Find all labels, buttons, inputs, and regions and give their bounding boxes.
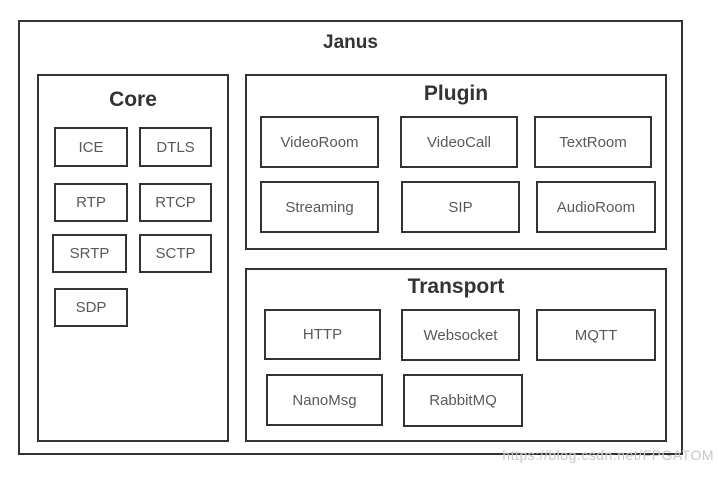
core-group-box: Core ICE DTLS RTP RTCP SRTP SCTP SDP — [37, 74, 229, 442]
transport-group-title: Transport — [407, 275, 505, 298]
core-node-rtp: RTP — [54, 183, 128, 222]
plugin-node-streaming: Streaming — [260, 181, 379, 233]
plugin-node-audioroom: AudioRoom — [536, 181, 656, 233]
plugin-node-textroom: TextRoom — [534, 116, 652, 168]
core-node-rtcp: RTCP — [139, 183, 212, 222]
diagram-title: Janus — [323, 32, 378, 53]
transport-node-websocket: Websocket — [401, 309, 520, 361]
plugin-node-videocall: VideoCall — [400, 116, 518, 168]
core-node-dtls: DTLS — [139, 127, 212, 167]
plugin-group-box: Plugin VideoRoom VideoCall TextRoom Stre… — [245, 74, 667, 250]
csdn-watermark: https://blog.csdn.net/FPGATOM — [502, 447, 714, 463]
core-group-title: Core — [109, 88, 157, 111]
plugin-node-sip: SIP — [401, 181, 520, 233]
transport-node-nanomsg: NanoMsg — [266, 374, 383, 426]
core-node-srtp: SRTP — [52, 234, 127, 273]
plugin-node-videoroom: VideoRoom — [260, 116, 379, 168]
transport-node-rabbitmq: RabbitMQ — [403, 374, 523, 427]
transport-group-box: Transport HTTP Websocket MQTT NanoMsg Ra… — [245, 268, 667, 442]
core-node-sctp: SCTP — [139, 234, 212, 273]
transport-node-mqtt: MQTT — [536, 309, 656, 361]
core-node-ice: ICE — [54, 127, 128, 167]
janus-container-box: Janus Core ICE DTLS RTP RTCP SRTP SCTP S… — [18, 20, 683, 455]
transport-node-http: HTTP — [264, 309, 381, 360]
plugin-group-title: Plugin — [423, 82, 489, 105]
core-node-sdp: SDP — [54, 288, 128, 327]
